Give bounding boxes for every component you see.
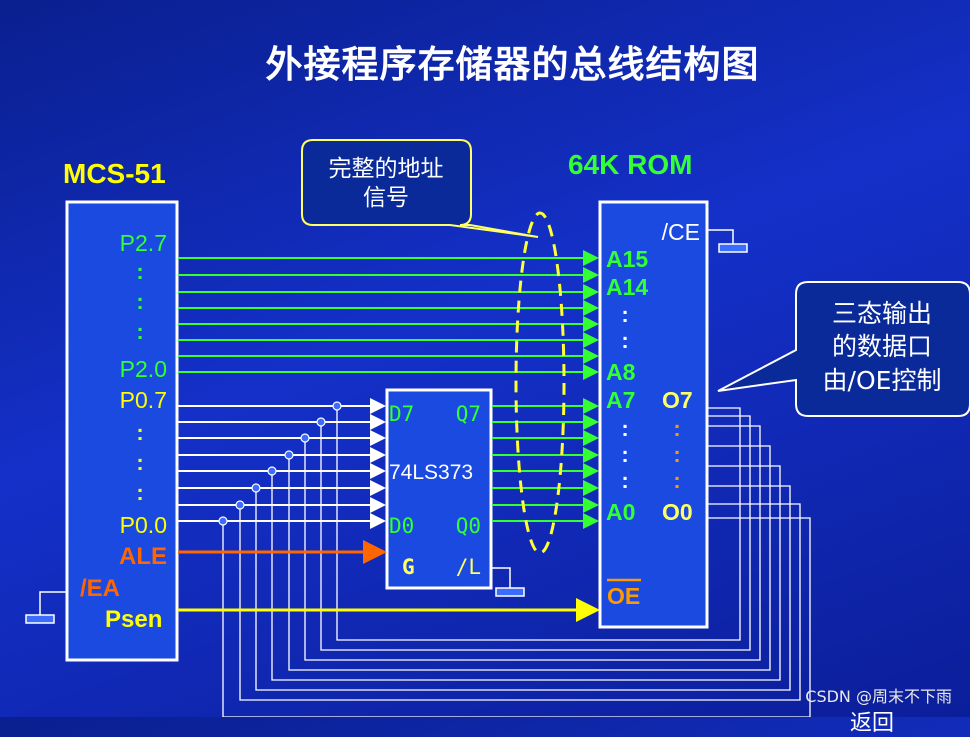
- ground-symbol-ce: [707, 229, 748, 253]
- pin-p2-7: P2.7: [120, 230, 167, 256]
- rom-pin-a0: A0: [606, 499, 635, 525]
- rom-dots-high-a: :: [621, 302, 628, 327]
- data-callout-line3: 由/OE控制: [823, 366, 942, 395]
- p0-bus-lines: [178, 398, 386, 529]
- dots-p2-a: :: [136, 259, 143, 284]
- ground-symbol-ea: [25, 591, 67, 624]
- address-callout-line2: 信号: [363, 185, 409, 211]
- low-address-lines: [492, 398, 599, 529]
- data-callout-line2: 的数据口: [832, 332, 932, 361]
- latch-pin-l: /L: [456, 555, 481, 579]
- rom-dots-low-a: :: [621, 416, 628, 441]
- rom-dots-data-b: :: [673, 442, 680, 467]
- dots-p0-b: :: [136, 450, 143, 475]
- junction-dots: [218, 401, 342, 526]
- rom-name: 64K ROM: [568, 149, 693, 180]
- latch-pin-q0: Q0: [456, 514, 481, 538]
- rom-pin-o7: O7: [662, 387, 693, 413]
- bus-diagram: P2.7 : : : P2.0 P0.7 : : : P0.0 ALE /EA …: [25, 139, 970, 717]
- rom-chip: [598, 200, 709, 629]
- latch-name: 74LS373: [389, 461, 473, 484]
- pin-ea: /EA: [80, 575, 120, 602]
- rom-pin-a7: A7: [606, 387, 635, 413]
- rom-dots-low-c: :: [621, 468, 628, 493]
- dots-p2-b: :: [136, 289, 143, 314]
- address-bus-ellipse: [514, 211, 566, 555]
- rom-pin-oe: OE: [607, 583, 640, 609]
- latch-pin-q7: Q7: [456, 402, 481, 426]
- latch-pin-g: G: [402, 555, 415, 579]
- rom-dots-low-b: :: [621, 442, 628, 467]
- ground-symbol-latch: [491, 567, 525, 597]
- page-title: 外接程序存储器的总线结构图: [265, 43, 760, 86]
- rom-pin-a14: A14: [606, 274, 648, 300]
- high-address-lines: [178, 250, 599, 380]
- mcu-chip: [65, 200, 179, 662]
- latch-pin-d0: D0: [389, 514, 414, 538]
- csdn-watermark: CSDN @周末不下雨: [805, 687, 952, 706]
- rom-dots-data-a: :: [673, 416, 680, 441]
- pin-p0-0: P0.0: [120, 512, 167, 538]
- pin-ale: ALE: [119, 543, 167, 570]
- rom-dots-data-c: :: [673, 468, 680, 493]
- latch-pin-d7: D7: [389, 402, 414, 426]
- rom-pin-a8: A8: [606, 359, 636, 385]
- rom-pin-o0: O0: [662, 499, 693, 525]
- address-callout-line1: 完整的地址: [329, 156, 444, 182]
- rom-dots-high-b: :: [621, 328, 628, 353]
- rom-pin-ce: /CE: [662, 219, 700, 245]
- data-callout: [717, 281, 970, 417]
- pin-p2-0: P2.0: [120, 356, 167, 382]
- pin-p0-7: P0.7: [120, 387, 167, 413]
- latch-chip: [385, 388, 493, 590]
- address-callout: [301, 139, 539, 238]
- data-callout-line1: 三态输出: [832, 299, 932, 328]
- data-bus-return-lines: [222, 406, 811, 717]
- dots-p0-a: :: [136, 420, 143, 445]
- pin-psen: Psen: [105, 606, 162, 633]
- rom-pin-a15: A15: [606, 246, 648, 272]
- back-link[interactable]: 返回: [850, 711, 895, 736]
- dots-p0-c: :: [136, 480, 143, 505]
- dots-p2-c: :: [136, 319, 143, 344]
- mcu-name: MCS-51: [63, 158, 166, 189]
